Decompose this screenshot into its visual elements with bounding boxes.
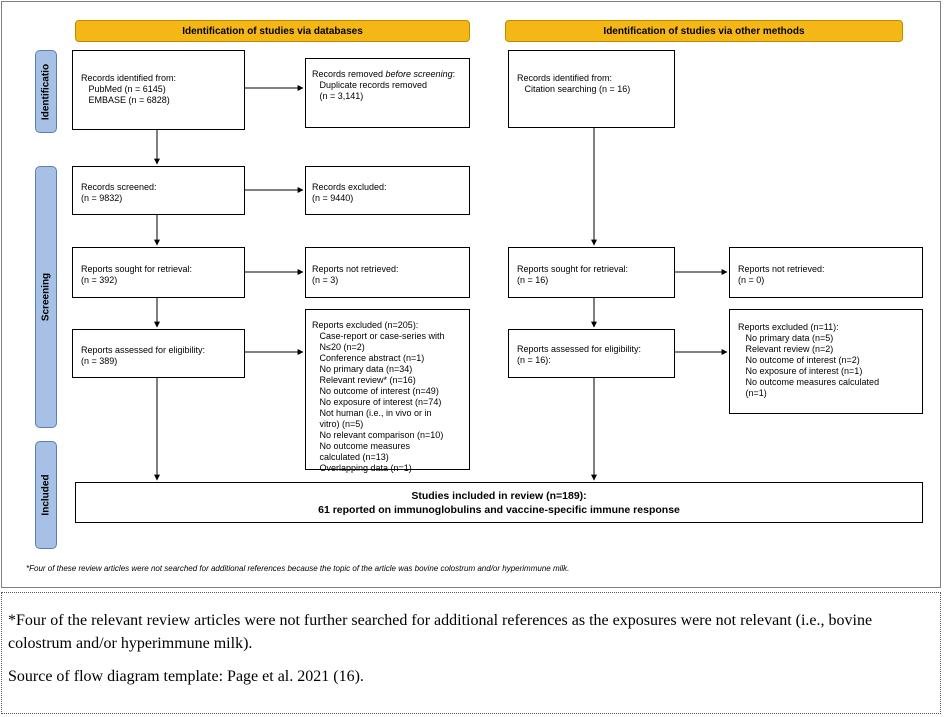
phase-identification: Identificatio (35, 50, 57, 133)
note-box: *Four of the relevant review articles we… (1, 592, 941, 714)
diagram-footnote: *Four of these review articles were not … (26, 564, 570, 573)
included-line-2: 61 reported on immunoglobulins and vacci… (318, 504, 680, 516)
box-other-reports-assessed: Reports assessed for eligibility: (n = 1… (508, 329, 675, 378)
box-other-reports-sought: Reports sought for retrieval: (n = 16) (508, 247, 675, 298)
note-source: Source of flow diagram template: Page et… (8, 668, 364, 685)
box-other-reports-not-retrieved: Reports not retrieved: (n = 0) (729, 247, 923, 298)
header-databases: Identification of studies via databases (75, 20, 470, 42)
box-reports-assessed: Reports assessed for eligibility: (n = 3… (72, 329, 245, 378)
box-records-removed: Records removed before screening: Duplic… (305, 58, 470, 128)
phase-included: Included (35, 441, 57, 549)
box-reports-not-retrieved: Reports not retrieved: (n = 3) (305, 247, 470, 298)
box-records-identified: Records identified from: PubMed (n = 614… (72, 50, 245, 130)
box-reports-excluded: Reports excluded (n=205): Case-report or… (305, 309, 470, 473)
box-records-screened: Records screened: (n = 9832) (72, 166, 245, 215)
box-reports-sought: Reports sought for retrieval: (n = 392) (72, 247, 245, 298)
flow-diagram-frame (1, 1, 941, 588)
phase-screening: Screening (35, 166, 57, 428)
box-other-reports-excluded: Reports excluded (n=11): No primary data… (729, 309, 923, 414)
box-studies-included: Studies included in review (n=189): 61 r… (75, 482, 923, 523)
included-line-1: Studies included in review (n=189): (411, 490, 587, 502)
box-records-excluded: Records excluded: (n = 9440) (305, 166, 470, 215)
note-text: *Four of the relevant review articles we… (8, 612, 873, 652)
header-other-methods: Identification of studies via other meth… (505, 20, 903, 42)
box-other-records-identified: Records identified from: Citation search… (508, 50, 675, 128)
